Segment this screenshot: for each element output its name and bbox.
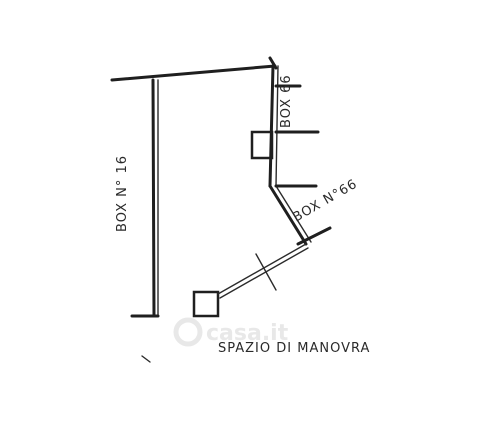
watermark-text: casa.it (206, 321, 289, 346)
door-line-1 (217, 243, 307, 295)
bottom-marker (141, 355, 151, 363)
label-maneuver-space: SPAZIO DI MANOVRA (218, 341, 370, 356)
watermark: casa.it (173, 317, 289, 347)
box66-partitions (274, 84, 320, 188)
left-wall-outer (151, 78, 156, 318)
box66-corner-wall (296, 226, 332, 246)
label-box-16: BOX N° 16 (115, 155, 130, 232)
diagonal-wall (268, 184, 308, 246)
diagonal-wall-inner (275, 185, 312, 243)
top-wall (110, 64, 277, 82)
watermark-logo-icon (173, 317, 203, 347)
top-right-wall-stub (268, 56, 278, 70)
label-box-66-diagonal: BOX N°66 (291, 177, 361, 226)
door-line-2 (219, 247, 309, 299)
garage-door (217, 243, 309, 299)
label-box-66-top: BOX 66 (279, 74, 294, 128)
walls (110, 56, 332, 318)
right-wall-inner (275, 65, 279, 187)
right-wall-outer (268, 64, 275, 188)
pillar-bottom (192, 290, 220, 318)
door-tick (255, 253, 277, 291)
pillar-right (250, 130, 274, 160)
